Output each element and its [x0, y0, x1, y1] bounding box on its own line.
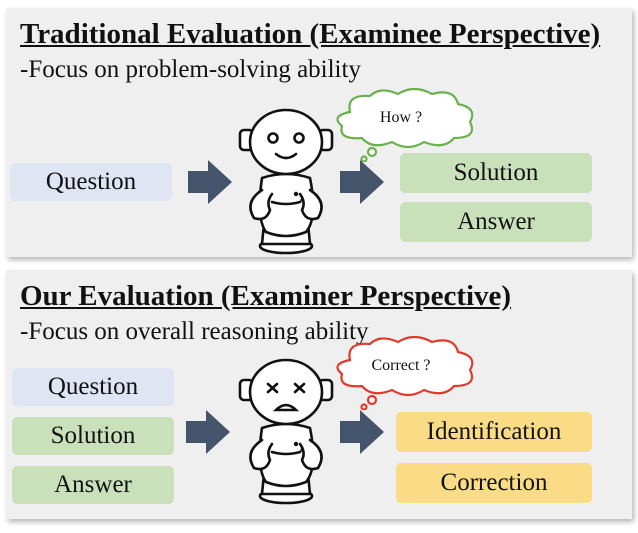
frowning-robot-icon — [238, 358, 334, 505]
smiling-robot-icon — [238, 108, 334, 255]
thought-bubble-text: How ? — [379, 109, 423, 126]
right-arrow-icon — [188, 160, 232, 204]
right-arrow-icon — [340, 160, 384, 204]
thought-bubble — [336, 88, 474, 162]
question-box: Question — [10, 163, 172, 201]
answer-box: Answer — [400, 202, 592, 242]
panel-title: Traditional Evaluation (Examinee Perspec… — [20, 18, 601, 50]
panel-subtitle: -Focus on problem-solving ability — [20, 56, 361, 83]
solution-box: Solution — [400, 153, 592, 193]
traditional-evaluation-panel: Traditional Evaluation (Examinee Perspec… — [6, 8, 632, 257]
panel-title: Our Evaluation (Examiner Perspective) — [20, 280, 512, 312]
identification-box: Identification — [396, 412, 592, 452]
right-arrow-icon — [186, 410, 230, 454]
our-evaluation-panel: Our Evaluation (Examiner Perspective) -F… — [6, 270, 632, 519]
thought-bubble — [336, 336, 474, 410]
panel-subtitle: -Focus on overall reasoning ability — [20, 318, 369, 345]
right-arrow-icon — [340, 410, 384, 454]
question-box: Question — [12, 368, 174, 406]
answer-box: Answer — [12, 466, 174, 504]
correction-box: Correction — [396, 463, 592, 503]
solution-box: Solution — [12, 417, 174, 455]
thought-bubble-text: Correct ? — [371, 357, 431, 374]
